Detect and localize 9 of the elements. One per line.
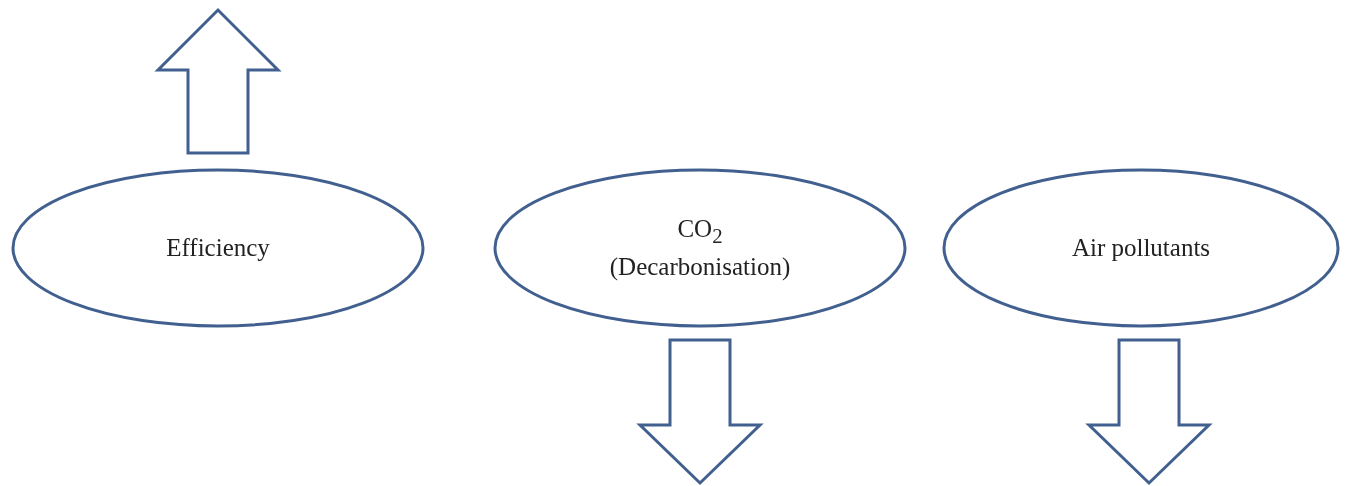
node-label: Efficiency — [166, 233, 270, 264]
block-arrow — [636, 338, 764, 486]
block-arrow — [154, 7, 282, 155]
node-label: CO$_{2}$ (Decarbonisation) — [608, 214, 792, 283]
ellipse-node — [13, 170, 423, 326]
node-label: Air pollutants — [1071, 233, 1211, 264]
ellipse-node — [944, 170, 1338, 326]
ellipse-node — [495, 170, 905, 326]
block-arrow — [1085, 338, 1213, 486]
